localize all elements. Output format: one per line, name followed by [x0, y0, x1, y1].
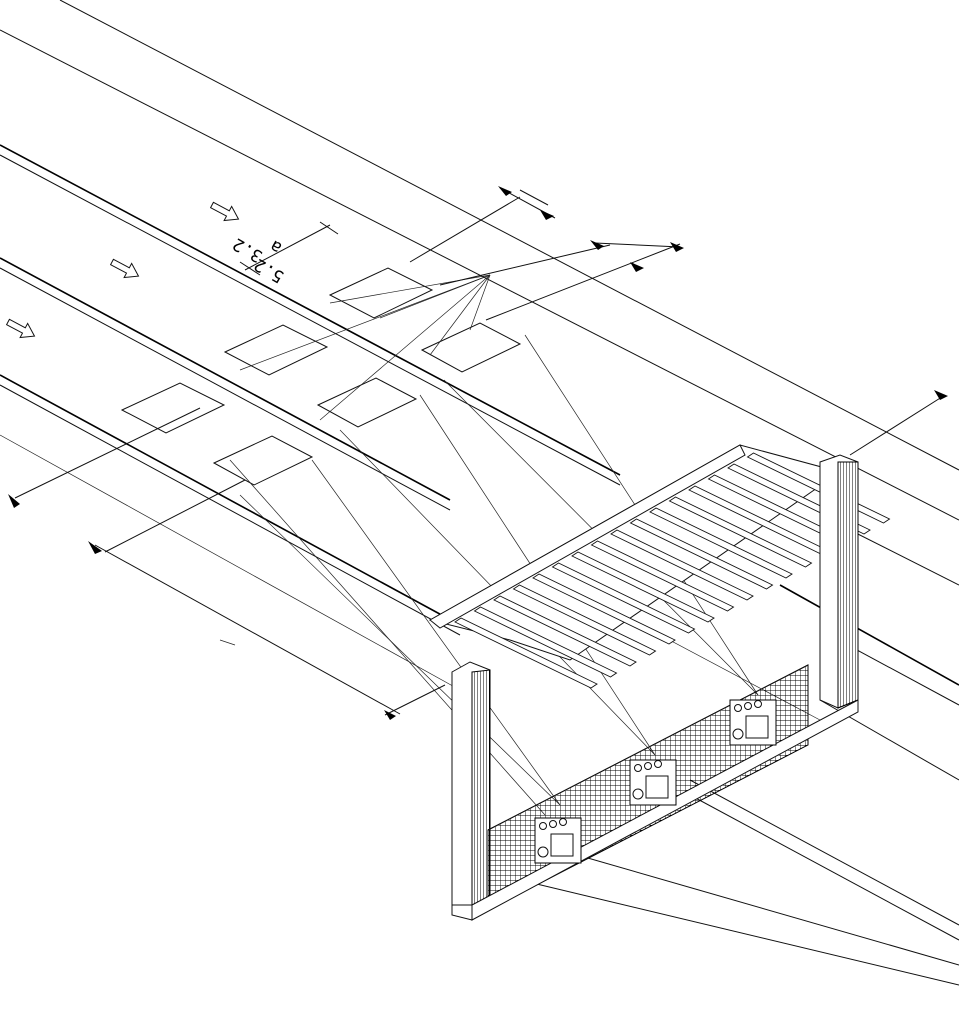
dimension-lines: [14, 187, 946, 716]
gantry-right-post: [819, 454, 859, 709]
walkway-slat: [590, 540, 735, 612]
walkway-slat: [571, 551, 715, 623]
detection-zone: [328, 267, 434, 319]
camera-unit: [729, 699, 777, 746]
camera-unit: [534, 817, 582, 864]
roadside-units: [534, 699, 777, 864]
walkway-slat: [629, 518, 774, 590]
dimension-middle: a: [267, 236, 286, 258]
gantry-left-post: [451, 661, 491, 916]
detection-zone: [316, 377, 418, 428]
walkway-slat: [532, 573, 676, 645]
walkway-slat: [512, 584, 657, 656]
detection-zone: [212, 435, 314, 486]
arrow-icon: [5, 318, 36, 339]
walkway-slat: [649, 507, 793, 579]
detection-zones: [120, 267, 522, 486]
walkway-slat: [473, 606, 618, 678]
arrow-icon: [109, 258, 140, 279]
detection-zone: [120, 382, 226, 434]
walkway-slat: [610, 529, 754, 601]
arrow-icon: [209, 201, 240, 222]
dimension-label-middle: a: [267, 236, 286, 258]
walkway-slat: [454, 617, 598, 689]
detection-zone: [420, 322, 522, 373]
walkway-slat: [493, 595, 637, 667]
walkway-slats: [454, 452, 891, 689]
gantry-walkway: [428, 444, 891, 689]
direction-arrows: [5, 201, 240, 339]
detection-zone: [223, 324, 329, 376]
walkway-slat: [551, 562, 696, 634]
walkway-slat: [668, 496, 813, 568]
camera-unit: [629, 759, 677, 806]
dimension-arrowheads: [8, 186, 948, 720]
